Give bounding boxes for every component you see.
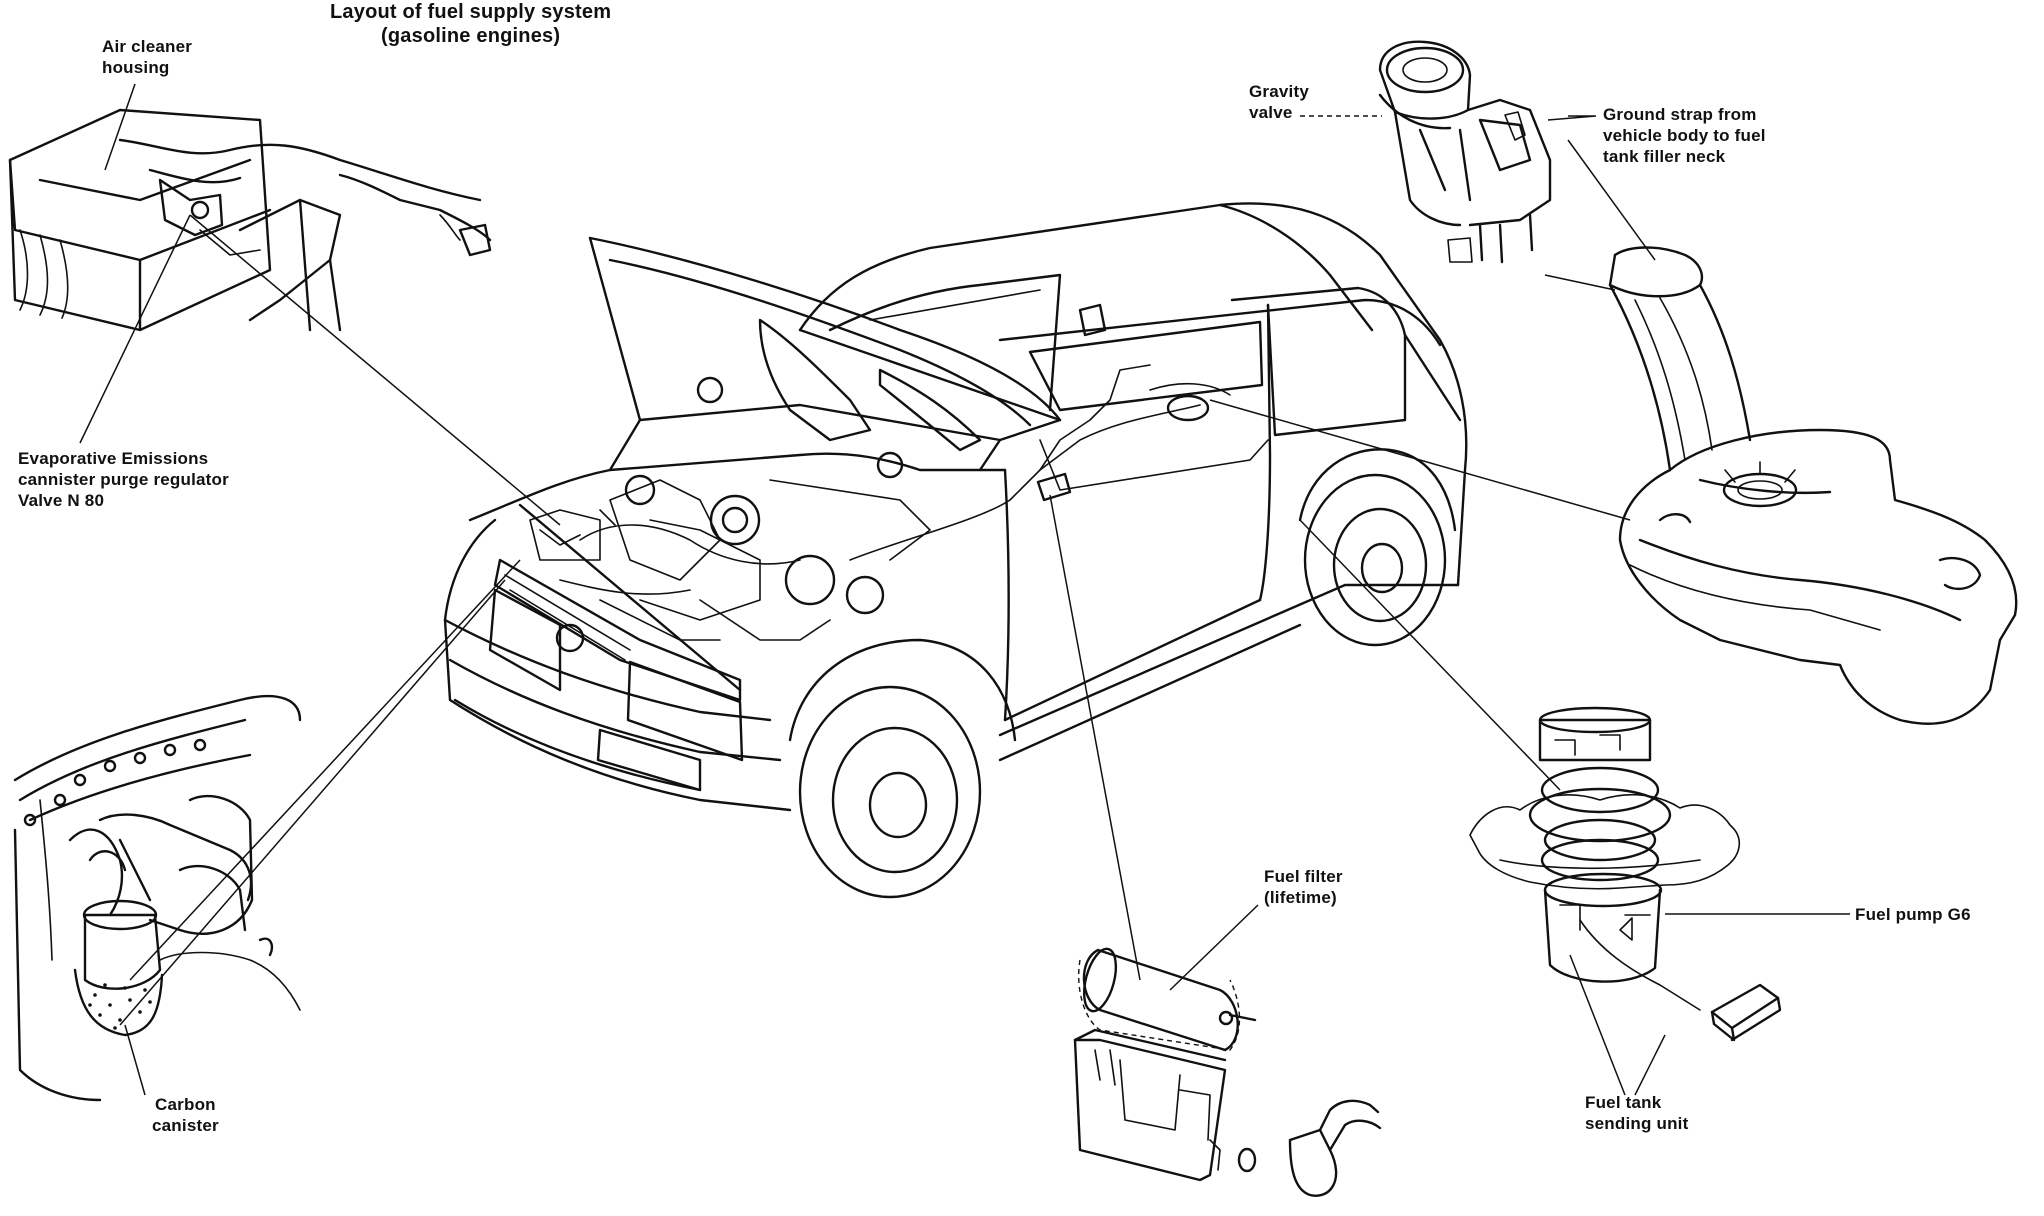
leader-lines [79,83,1850,1096]
label-carbon-canister: Carbon canister [152,1095,219,1135]
fuel-pump-inset [1469,706,1782,1042]
carbon-canister-inset [13,694,302,1102]
label-fuel-pump: Fuel pump G6 [1855,905,1971,924]
label-fuel-filter: Fuel filter (lifetime) [1264,867,1343,907]
fuel-tank-inset [1378,40,2018,725]
car-illustration [443,202,1468,899]
label-ground-strap: Ground strap from vehicle body to fuel t… [1603,105,1766,166]
label-air-cleaner-housing: Air cleaner housing [102,37,193,77]
title-line-1: Layout of fuel supply system [330,1,612,23]
label-fuel-tank-sending-unit: Fuel tank sending unit [1585,1093,1689,1133]
label-evap-purge-valve: Evaporative Emissions cannister purge re… [18,449,229,510]
air-cleaner-inset [8,108,492,332]
label-gravity-valve: Gravity valve [1249,82,1309,122]
diagram-title: Layout of fuel supply system (gasoline e… [330,0,611,48]
carbon-canister-speckle [88,983,152,1030]
title-line-2: (gasoline engines) [381,25,561,47]
fuel-filter-inset [1073,947,1382,1197]
